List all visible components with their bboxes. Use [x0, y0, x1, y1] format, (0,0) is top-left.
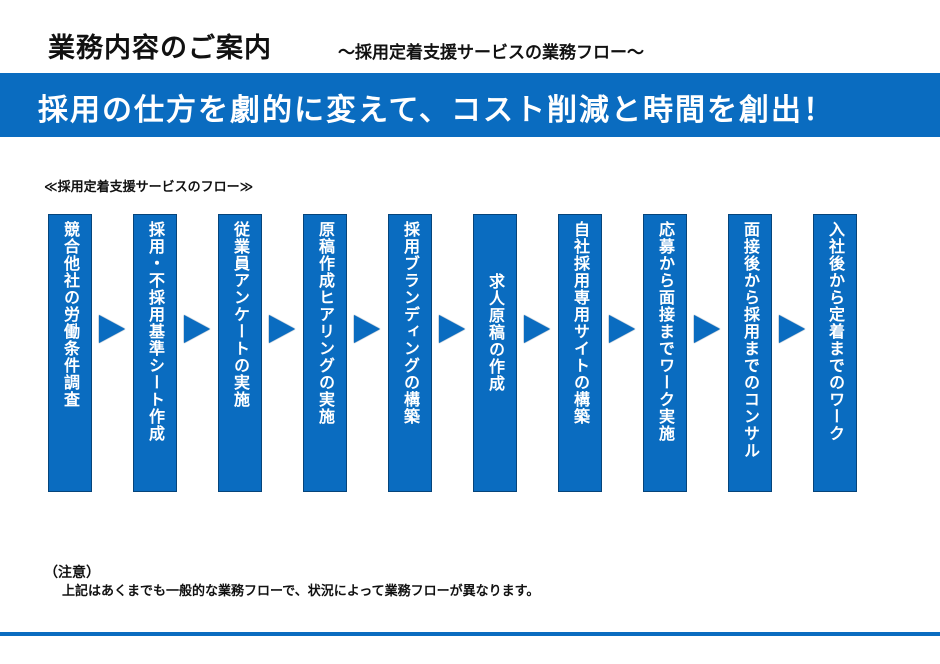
- flow-step-1: 競合他社の労働条件調査: [48, 214, 92, 492]
- flow-arrow-icon: [184, 315, 210, 343]
- flow-section-label: ≪採用定着支援サービスのフロー≫: [44, 180, 254, 195]
- flow-arrow-icon: [99, 315, 125, 343]
- flow-step-label: 面接後から採用までのコンサル: [741, 221, 760, 459]
- flow-step-3: 従業員アンケートの実施: [218, 214, 262, 492]
- flow-step-label: 応募から面接までワーク実施: [656, 221, 675, 442]
- page-subtitle: ～採用定着支援サービスの業務フロー～: [338, 43, 644, 63]
- flow-step-label: 採用・不採用基準シート作成: [146, 221, 165, 442]
- flow-step-label: 求人原稿の作成: [486, 273, 505, 392]
- footer-divider: [0, 632, 940, 636]
- page-title: 業務内容のご案内: [48, 33, 272, 64]
- note-heading: （注意）: [44, 565, 100, 581]
- flow-step-6: 求人原稿の作成: [473, 214, 517, 492]
- flow-step-label: 採用ブランディングの構築: [401, 221, 420, 425]
- flow-arrow-icon: [269, 315, 295, 343]
- flow-step-9: 面接後から採用までのコンサル: [728, 214, 772, 492]
- headline-banner: 採用の仕方を劇的に変えて、コスト削減と時間を創出！: [0, 73, 940, 137]
- flow-step-label: 自社採用専用サイトの構築: [571, 221, 590, 425]
- flow-step-label: 入社後から定着までのワーク: [826, 221, 845, 442]
- flow-step-5: 採用ブランディングの構築: [388, 214, 432, 492]
- flow-step-10: 入社後から定着までのワーク: [813, 214, 857, 492]
- flow-arrow-icon: [524, 315, 550, 343]
- flow-step-label: 原稿作成ヒアリングの実施: [316, 221, 335, 425]
- flow-arrow-icon: [694, 315, 720, 343]
- flow-arrow-icon: [439, 315, 465, 343]
- flow-arrow-icon: [354, 315, 380, 343]
- flow-step-7: 自社採用専用サイトの構築: [558, 214, 602, 492]
- flow-arrow-icon: [609, 315, 635, 343]
- flow-step-label: 従業員アンケートの実施: [231, 221, 250, 408]
- flow-step-8: 応募から面接までワーク実施: [643, 214, 687, 492]
- flow-step-4: 原稿作成ヒアリングの実施: [303, 214, 347, 492]
- note-text: 上記はあくまでも一般的な業務フローで、状況によって業務フローが異なります。: [62, 584, 540, 599]
- flow-step-label: 競合他社の労働条件調査: [61, 221, 80, 408]
- flow-step-2: 採用・不採用基準シート作成: [133, 214, 177, 492]
- headline-text: 採用の仕方を劇的に変えて、コスト削減と時間を創出！: [38, 93, 835, 128]
- flow-arrow-icon: [779, 315, 805, 343]
